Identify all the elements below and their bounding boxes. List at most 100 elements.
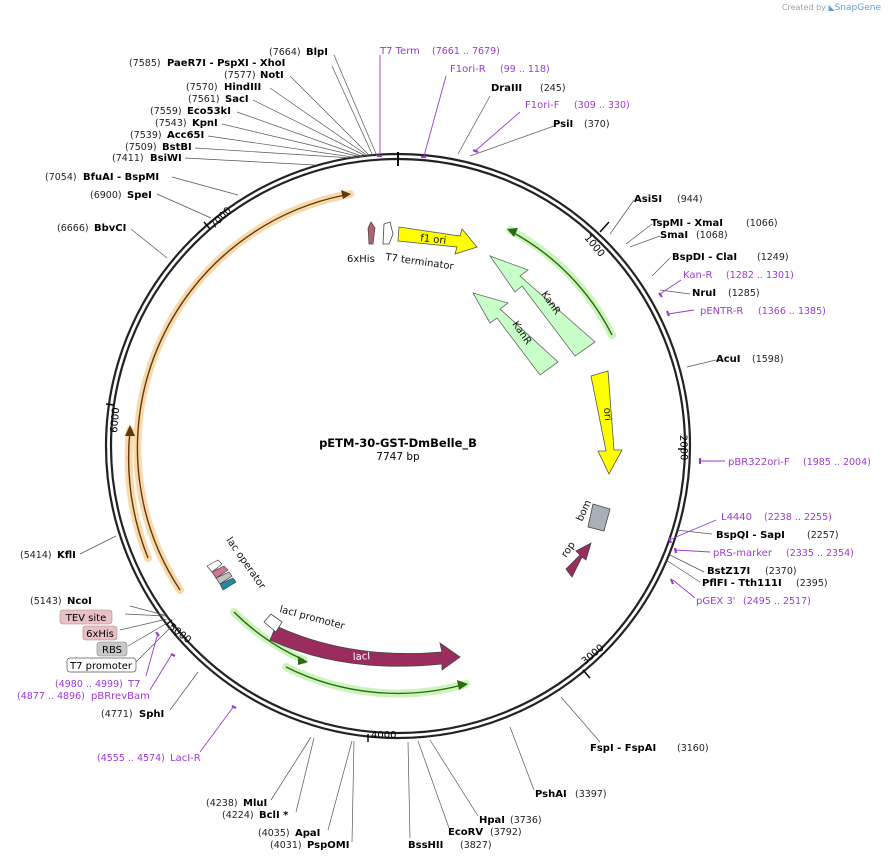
feature-green-arc-right-line <box>511 231 613 336</box>
enzyme-bstz17i[interactable]: BstZ17I <box>707 566 750 577</box>
tev-site-box <box>59 609 113 625</box>
enzyme-acui-pos: (1598) <box>752 354 784 365</box>
primer-f1ori-r[interactable]: F1ori-R <box>450 64 486 75</box>
enzyme-pspomi-pos: (4031) <box>270 840 302 851</box>
snapgene-logo-icon: ◣ <box>828 3 835 12</box>
primer-f1ori-f-range: (309 .. 330) <box>574 100 630 111</box>
enzyme-blpi[interactable]: BlpI <box>306 47 328 58</box>
rbs-box <box>96 641 128 657</box>
enzyme-acc65i[interactable]: Acc65I <box>167 130 204 141</box>
enzyme-bfuai-pos: (7054) <box>45 172 77 183</box>
primer-laci-r-range: (4555 .. 4574) <box>97 753 165 764</box>
primer-f1ori-r-range: (99 .. 118) <box>500 64 550 75</box>
enzyme-leader-lines <box>79 54 717 843</box>
primer-pentr-r[interactable]: pENTR-R <box>700 306 743 317</box>
enzyme-fspi[interactable]: FspI - FspAI <box>590 743 656 754</box>
feature-ori-label: ori <box>601 407 613 421</box>
feature-laci-promoter <box>263 613 283 633</box>
primer-leader-lines <box>145 55 725 753</box>
feature-orange-arc-outer-line <box>136 194 346 591</box>
arrow-head-green-right <box>507 228 518 237</box>
enzyme-bfuai[interactable]: BfuAI - BspMI <box>83 172 159 183</box>
enzyme-bsshii[interactable]: BssHII <box>408 840 443 851</box>
feature-kanr-1 <box>488 255 596 357</box>
enzyme-draiii-pos: (245) <box>540 83 566 94</box>
enzyme-bcli-pos: (4224) <box>222 810 254 821</box>
enzyme-asisi[interactable]: AsiSI <box>634 194 662 205</box>
enzyme-sapi[interactable]: BspQI - SapI <box>716 530 785 541</box>
primer-pbr322ori-f[interactable]: pBR322ori-F <box>728 457 790 468</box>
enzyme-xmai[interactable]: TspMI - XmaI <box>651 218 723 229</box>
enzyme-mlui[interactable]: MluI <box>243 798 267 809</box>
boxed-feature-labels: TEV site 6xHis RBS T7 promoter <box>59 609 173 673</box>
credit-text: Created by <box>781 3 826 12</box>
enzyme-bstbi[interactable]: BstBI <box>162 142 192 153</box>
primer-kan-r-range: (1282 .. 1301) <box>726 270 794 281</box>
enzyme-fspi-pos: (3160) <box>677 743 709 754</box>
enzyme-blpi-pos: (7664) <box>269 47 301 58</box>
feature-green-arc-bottom-2-line <box>285 666 463 695</box>
enzyme-eco53ki[interactable]: Eco53kI <box>187 106 231 117</box>
primer-pgex3[interactable]: pGEX 3' <box>696 596 736 607</box>
enzyme-nrui[interactable]: NruI <box>692 288 716 299</box>
feature-ori <box>590 370 623 475</box>
enzyme-noti[interactable]: NotI <box>260 70 284 81</box>
enzyme-hindiii-pos: (7570) <box>186 82 218 93</box>
enzyme-labels: (7664) BlpI (7585) PaeR7I - PspXI - XhoI… <box>20 47 839 851</box>
enzyme-psii[interactable]: PsiI <box>553 119 573 130</box>
enzyme-acui[interactable]: AcuI <box>716 354 741 365</box>
primer-f1ori-f[interactable]: F1ori-F <box>525 100 560 111</box>
enzyme-hindiii[interactable]: HindIII <box>224 82 261 93</box>
primer-t7term[interactable]: T7 Term <box>379 46 420 57</box>
primer-t7term-range: (7661 .. 7679) <box>432 46 500 57</box>
enzyme-pflfi[interactable]: PflFI - Tth111I <box>702 578 782 589</box>
t7-promoter-label[interactable]: T7 promoter <box>69 661 133 672</box>
enzyme-bbvci[interactable]: BbvCI <box>94 223 126 234</box>
feature-laci <box>269 625 461 671</box>
enzyme-ncoi-pos: (5143) <box>30 596 62 607</box>
enzyme-draiii[interactable]: DraIII <box>491 83 522 94</box>
enzyme-pshai[interactable]: PshAI <box>535 789 567 800</box>
primer-labels: T7 Term (7661 .. 7679) F1ori-R (99 .. 11… <box>17 46 871 764</box>
6xhis-box <box>82 625 118 641</box>
enzyme-spei[interactable]: SpeI <box>127 190 152 201</box>
enzyme-eco53ki-pos: (7559) <box>150 106 182 117</box>
primer-pbrrevbam[interactable]: pBRrevBam <box>91 691 150 702</box>
feature-6xhis-top-label: 6xHis <box>347 254 375 265</box>
enzyme-hpai[interactable]: HpaI <box>479 815 505 826</box>
arrow-head-green-bottom-1 <box>298 656 308 665</box>
enzyme-smai[interactable]: SmaI <box>660 230 688 241</box>
enzyme-bcli[interactable]: BclI * <box>259 810 289 821</box>
enzyme-sphi[interactable]: SphI <box>139 709 164 720</box>
enzyme-smai-pos: (1068) <box>696 230 728 241</box>
enzyme-saci[interactable]: SacI <box>225 94 249 105</box>
primer-laci-r[interactable]: LacI-R <box>170 753 201 764</box>
primer-t7[interactable]: T7 <box>127 679 140 690</box>
tev-site-label[interactable]: TEV site <box>65 613 107 624</box>
6xhis-label[interactable]: 6xHis <box>86 629 114 640</box>
primer-kan-r[interactable]: Kan-R <box>683 270 712 281</box>
enzyme-ecorv[interactable]: EcoRV <box>448 827 483 838</box>
plasmid-name: pETM-30-GST-DmBelle_B <box>319 436 477 451</box>
enzyme-pspomi[interactable]: PspOMI <box>307 840 349 851</box>
enzyme-clai[interactable]: BspDI - ClaI <box>672 252 737 263</box>
enzyme-xhoi[interactable]: PaeR7I - PspXI - XhoI <box>167 58 285 69</box>
primer-l4440[interactable]: L4440 <box>721 512 752 523</box>
enzyme-clai-pos: (1249) <box>757 252 789 263</box>
tick-label-7000: 7000 <box>208 205 234 231</box>
rbs-label[interactable]: RBS <box>102 645 122 656</box>
lac-operator-cluster <box>206 559 237 591</box>
enzyme-kpni[interactable]: KpnI <box>192 118 218 129</box>
primer-markers <box>155 148 702 709</box>
enzyme-kfli[interactable]: KflI <box>57 550 76 561</box>
feature-t7-terminator <box>382 221 394 245</box>
enzyme-bsiwi[interactable]: BsiWI <box>150 153 182 164</box>
enzyme-pflfi-pos: (2395) <box>796 578 828 589</box>
enzyme-apai[interactable]: ApaI <box>295 828 320 839</box>
primer-prs-marker[interactable]: pRS-marker <box>713 548 773 559</box>
feature-kanr-2 <box>472 292 559 376</box>
enzyme-ncoi[interactable]: NcoI <box>67 596 92 607</box>
feature-bom <box>587 503 611 532</box>
enzyme-bstbi-pos: (7509) <box>125 142 157 153</box>
